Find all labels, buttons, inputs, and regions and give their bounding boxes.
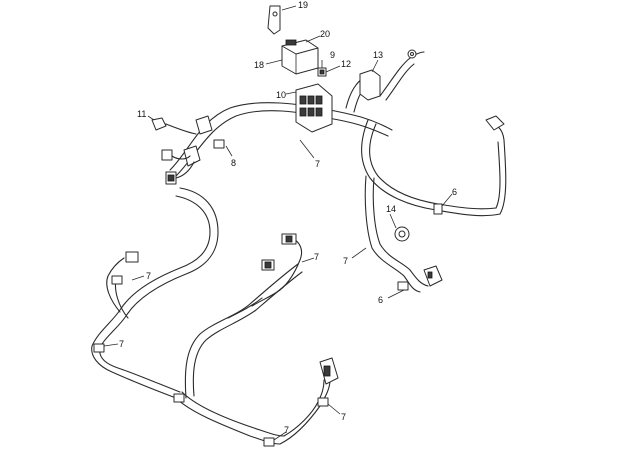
callout-6-right: 6 [452,187,457,197]
callout-6-lower: 6 [378,295,383,305]
callout-7-bottom-right: 7 [341,412,346,422]
callout-14: 14 [386,204,396,214]
callout-7-far-left: 7 [119,339,124,349]
callout-19: 19 [298,0,308,10]
callout-9: 9 [330,50,335,60]
callout-11: 11 [137,109,146,119]
callout-7-upper: 7 [315,159,320,169]
callout-13: 13 [373,50,383,60]
left-connector-cluster [161,115,213,185]
right-connectors [397,115,505,291]
callout-10: 10 [276,90,286,100]
callout-12: 12 [341,59,351,69]
callout-7-center: 7 [314,252,319,262]
part-10-fuse-block [285,83,333,133]
part-11-connector [147,115,197,135]
callout-leaders [103,139,453,441]
lower-harness-loop [91,187,331,445]
callout-labels: 19 20 18 9 12 13 10 11 8 7 6 14 7 6 7 7 … [119,0,457,435]
part-9-12-relay [317,60,341,77]
part-14-sensor [389,213,410,242]
callout-7-bottom: 7 [284,425,289,435]
lower-connectors [93,233,339,447]
part-20-module [265,35,321,75]
main-harness-trunk [169,51,507,293]
part-13-connector [359,49,417,101]
callout-8: 8 [231,158,236,168]
part-19-bracket [267,5,297,35]
callout-20: 20 [320,29,330,39]
callout-18: 18 [254,60,264,70]
part-8-tag [213,139,233,157]
callout-7-left: 7 [146,271,151,281]
callout-7-center-right: 7 [343,256,348,266]
